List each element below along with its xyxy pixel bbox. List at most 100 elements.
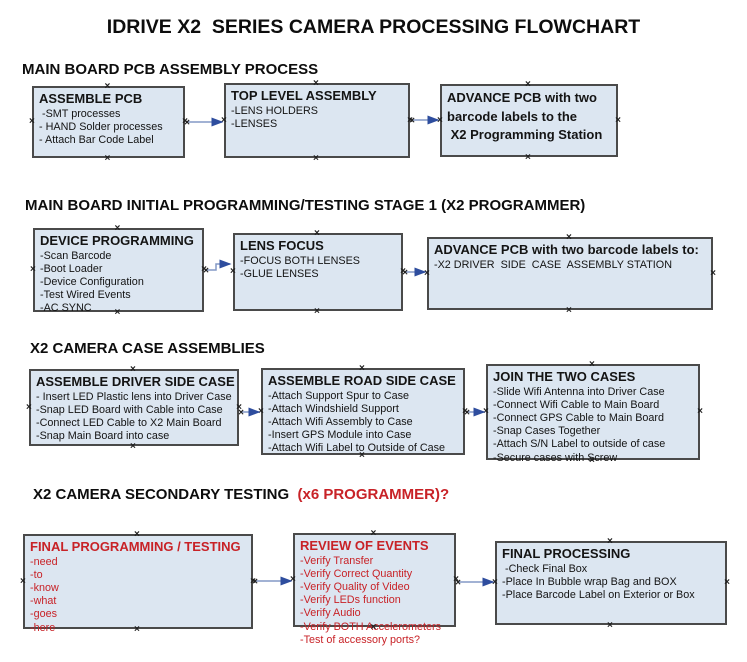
box-item: -know <box>30 581 59 594</box>
box-item: -Device Configuration <box>40 275 144 288</box>
connection-handle-icon: × <box>424 267 430 279</box>
connection-handle-icon: × <box>724 577 730 588</box>
box-item: - Insert LED Plastic lens into Driver Ca… <box>36 390 232 403</box>
connection-handle-icon: × <box>314 228 320 239</box>
connection-handle-icon: × <box>607 536 613 547</box>
box-item: -LENSES <box>231 117 278 130</box>
box-title: JOIN THE TWO CASES <box>493 369 636 384</box>
section-heading-4: X2 CAMERA SECONDARY TESTING (x6 PROGRAMM… <box>33 486 449 503</box>
connection-handle-icon: × <box>258 405 264 417</box>
connection-handle-icon: × <box>483 406 489 417</box>
connection-handle-icon: × <box>400 266 406 277</box>
flow-box-assemble-road-side-case[interactable]: ASSEMBLE ROAD SIDE CASE-Attach Support S… <box>258 364 468 461</box>
section-heading-text: X2 CAMERA CASE ASSEMBLIES <box>30 340 265 357</box>
flow-box-join-the-two-cases[interactable]: JOIN THE TWO CASES-Slide Wifi Antenna in… <box>483 360 703 466</box>
flow-box-review-of-events[interactable]: REVIEW OF EVENTS-Verify Transfer-Verify … <box>290 529 459 646</box>
box-item: -Verify Correct Quantity <box>300 567 413 580</box>
box-item: -Connect GPS Cable to Main Board <box>493 411 665 424</box>
flow-box-final-programming-testing[interactable]: FINAL PROGRAMMING / TESTING-need-to-know… <box>20 530 256 635</box>
box-title: FINAL PROCESSING <box>502 546 631 561</box>
section-heading-3: X2 CAMERA CASE ASSEMBLIES <box>30 340 265 357</box>
box-item: -Attach Support Spur to Case <box>268 389 410 402</box>
box-title-line: ADVANCE PCB with two <box>447 90 597 105</box>
flow-box-advance-pcb-driver-side[interactable]: ADVANCE PCB with two barcode labels to:-… <box>424 233 716 316</box>
connection-handle-icon: × <box>370 528 377 539</box>
connection-handle-icon: × <box>525 79 531 90</box>
connection-handle-icon: × <box>20 575 26 587</box>
box-item: -Connect LED Cable to X2 Main Board <box>36 416 222 429</box>
section-heading-2: MAIN BOARD INITIAL PROGRAMMING/TESTING S… <box>25 197 585 214</box>
flow-box-final-processing[interactable]: FINAL PROCESSING -Check Final Box-Place … <box>492 537 730 631</box>
connection-handle-icon: × <box>314 306 320 317</box>
box-item: -Snap Main Board into case <box>36 430 170 443</box>
connection-handle-icon: × <box>492 577 498 588</box>
connection-handle-icon: × <box>589 359 595 370</box>
connection-handle-icon: × <box>710 267 716 279</box>
connection-handle-icon: × <box>437 114 443 126</box>
connection-handle-icon: × <box>525 152 531 163</box>
box-item: -Verify Quality of Video <box>300 580 410 593</box>
box-item: -Connect Wifi Cable to Main Board <box>493 398 660 411</box>
connection-handle-icon: × <box>26 401 32 413</box>
box-item: -Scan Barcode <box>40 249 112 262</box>
box-item: -Boot Loader <box>40 262 103 275</box>
box-item: -Secure cases with Screw <box>493 451 618 464</box>
section-heading-text: MAIN BOARD PCB ASSEMBLY PROCESS <box>22 61 319 78</box>
connection-handle-icon: × <box>236 401 242 413</box>
connection-handle-icon: × <box>130 364 136 375</box>
connection-handle-icon: × <box>114 223 121 234</box>
box-item: -Place In Bubble wrap Bag and BOX <box>502 575 677 588</box>
flow-box-lens-focus[interactable]: LENS FOCUS-FOCUS BOTH LENSES-GLUE LENSES… <box>230 229 406 317</box>
box-item: -Verify BOTH Accelerometers <box>300 620 441 633</box>
flow-box-assemble-driver-side-case[interactable]: ASSEMBLE DRIVER SIDE CASE- Insert LED Pl… <box>26 365 242 452</box>
box-title: ADVANCE PCB with two barcode labels to: <box>434 242 699 257</box>
connection-handle-icon: × <box>407 114 413 126</box>
box-item: -Insert GPS Module into Case <box>268 429 412 442</box>
connection-handle-icon: × <box>290 574 296 585</box>
box-title: LENS FOCUS <box>240 238 324 253</box>
box-item: -what <box>30 595 57 608</box>
box-item: -Snap Cases Together <box>493 425 601 438</box>
box-title-line: barcode labels to the <box>447 108 578 124</box>
box-title: REVIEW OF EVENTS <box>300 538 429 553</box>
box-item: -Check Final Box <box>502 562 588 575</box>
connection-handle-icon: × <box>566 305 572 316</box>
connection-handle-icon: × <box>230 266 236 277</box>
box-title: ASSEMBLE ROAD SIDE CASE <box>268 373 456 388</box>
section-heading-text: X2 CAMERA SECONDARY TESTING <box>33 486 298 503</box>
box-item: -Verify Audio <box>300 607 361 620</box>
box-item: -Place Barcode Label on Exterior or Box <box>502 588 695 601</box>
connection-handle-icon: × <box>250 575 256 587</box>
box-item: -FOCUS BOTH LENSES <box>240 254 360 267</box>
connection-handle-icon: × <box>30 264 36 275</box>
flow-box-advance-pcb-programming-station[interactable]: ADVANCE PCB with two barcode labels to th… <box>437 80 621 163</box>
flow-box-top-level-assembly[interactable]: TOP LEVEL ASSEMBLY-LENS HOLDERS-LENSES × ×… <box>221 79 413 164</box>
connection-handle-icon: × <box>697 406 703 417</box>
connection-handle-icon: × <box>359 363 365 374</box>
connection-handle-icon: × <box>313 78 319 89</box>
box-item: -Test of accessory ports? <box>300 633 421 646</box>
box-title-line: X2 Programming Station <box>447 127 603 142</box>
box-item: -Snap LED Board with Cable into Case <box>36 403 223 416</box>
flow-box-device-programming[interactable]: DEVICE PROGRAMMING-Scan Barcode-Boot Loa… <box>30 224 207 318</box>
box-title: ASSEMBLE PCB <box>39 91 143 106</box>
box-item: -LENS HOLDERS <box>231 104 318 117</box>
connection-handle-icon: × <box>182 116 188 127</box>
box-item: -SMT processes <box>39 107 121 120</box>
connection-handle-icon: × <box>130 441 136 452</box>
connection-handle-icon: × <box>607 620 613 631</box>
box-item: -AC SYNC <box>40 302 92 315</box>
box-item: - HAND Solder processes <box>39 120 163 133</box>
box-item: -Attach S/N Label to outside of case <box>493 438 666 451</box>
connection-handle-icon: × <box>201 264 207 275</box>
connection-handle-icon: × <box>566 232 572 243</box>
section-heading-red-text: (x6 PROGRAMMER)? <box>297 486 450 503</box>
box-item: -Attach Wifi Assembly to Case <box>268 415 413 428</box>
connection-handle-icon: × <box>104 153 111 164</box>
section-heading-1: MAIN BOARD PCB ASSEMBLY PROCESS <box>22 61 318 78</box>
box-item: -Slide Wifi Antenna into Driver Case <box>493 385 665 398</box>
box-item: -GLUE LENSES <box>240 267 319 280</box>
box-title: TOP LEVEL ASSEMBLY <box>231 88 377 103</box>
flow-box-assemble-pcb[interactable]: ASSEMBLE PCB -SMT processes- HAND Solder… <box>29 82 188 164</box>
box-item: -need <box>30 555 58 568</box>
